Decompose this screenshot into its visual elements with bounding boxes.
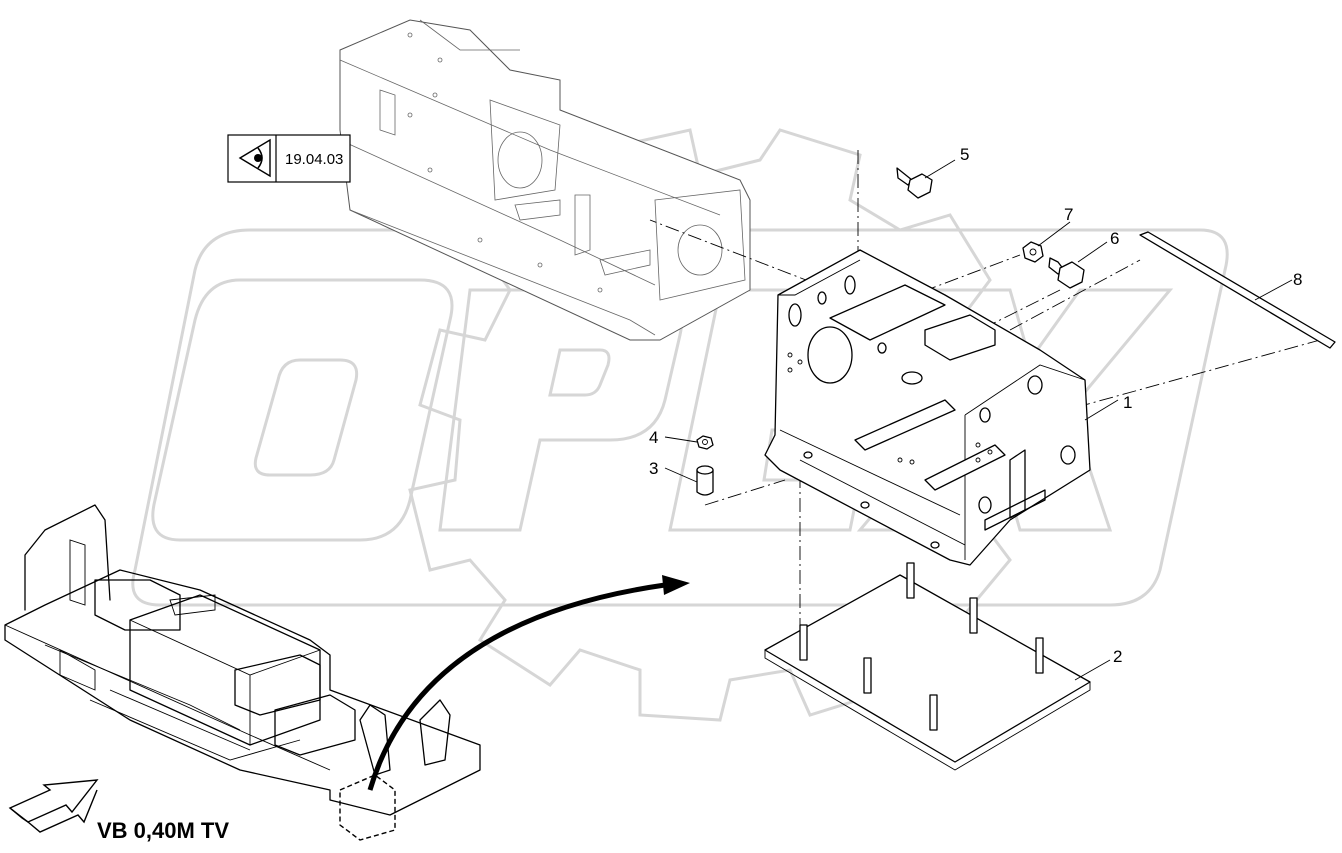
detail-arrow xyxy=(367,575,690,791)
direction-indicator: VB 0,40M TV xyxy=(8,779,229,843)
callout-8: 8 xyxy=(1293,270,1302,289)
callout-1: 1 xyxy=(1123,393,1132,412)
bracket-part-1[interactable] xyxy=(764,249,1091,566)
eye-view-icon xyxy=(238,138,271,178)
ghost-frame-body xyxy=(339,19,751,341)
direction-arrow-icon xyxy=(8,779,99,833)
callout-6: 6 xyxy=(1110,229,1119,248)
bolt-part-5[interactable] xyxy=(896,167,933,199)
callout-4: 4 xyxy=(649,428,658,447)
watermark-letter-o xyxy=(151,278,454,542)
callout-5: 5 xyxy=(960,145,969,164)
detail-highlight-box xyxy=(339,774,396,841)
nut-part-4[interactable] xyxy=(696,435,714,450)
strip-part-8[interactable] xyxy=(1139,231,1336,349)
sleeve-part-3[interactable] xyxy=(696,465,714,496)
ghost-frame-assembly xyxy=(339,19,751,341)
machine-overview xyxy=(4,504,481,841)
callout-2: 2 xyxy=(1113,647,1122,666)
watermark-gear xyxy=(408,128,1032,722)
leader-lines xyxy=(664,159,1293,681)
plate-studs xyxy=(799,562,1044,731)
nut-part-7[interactable] xyxy=(1022,241,1044,263)
base-plate-part-2[interactable] xyxy=(764,562,1091,771)
callout-7: 7 xyxy=(1064,205,1073,224)
reference-label: 19.04.03 xyxy=(285,151,343,168)
machine-caption: VB 0,40M TV xyxy=(97,818,229,843)
callout-3: 3 xyxy=(649,459,658,478)
callout-labels: 1 2 3 4 5 6 7 8 xyxy=(649,145,1302,666)
watermark-banner xyxy=(131,228,1229,607)
bolt-part-6[interactable] xyxy=(1048,257,1085,289)
reference-box[interactable]: 19.04.03 xyxy=(227,134,351,183)
